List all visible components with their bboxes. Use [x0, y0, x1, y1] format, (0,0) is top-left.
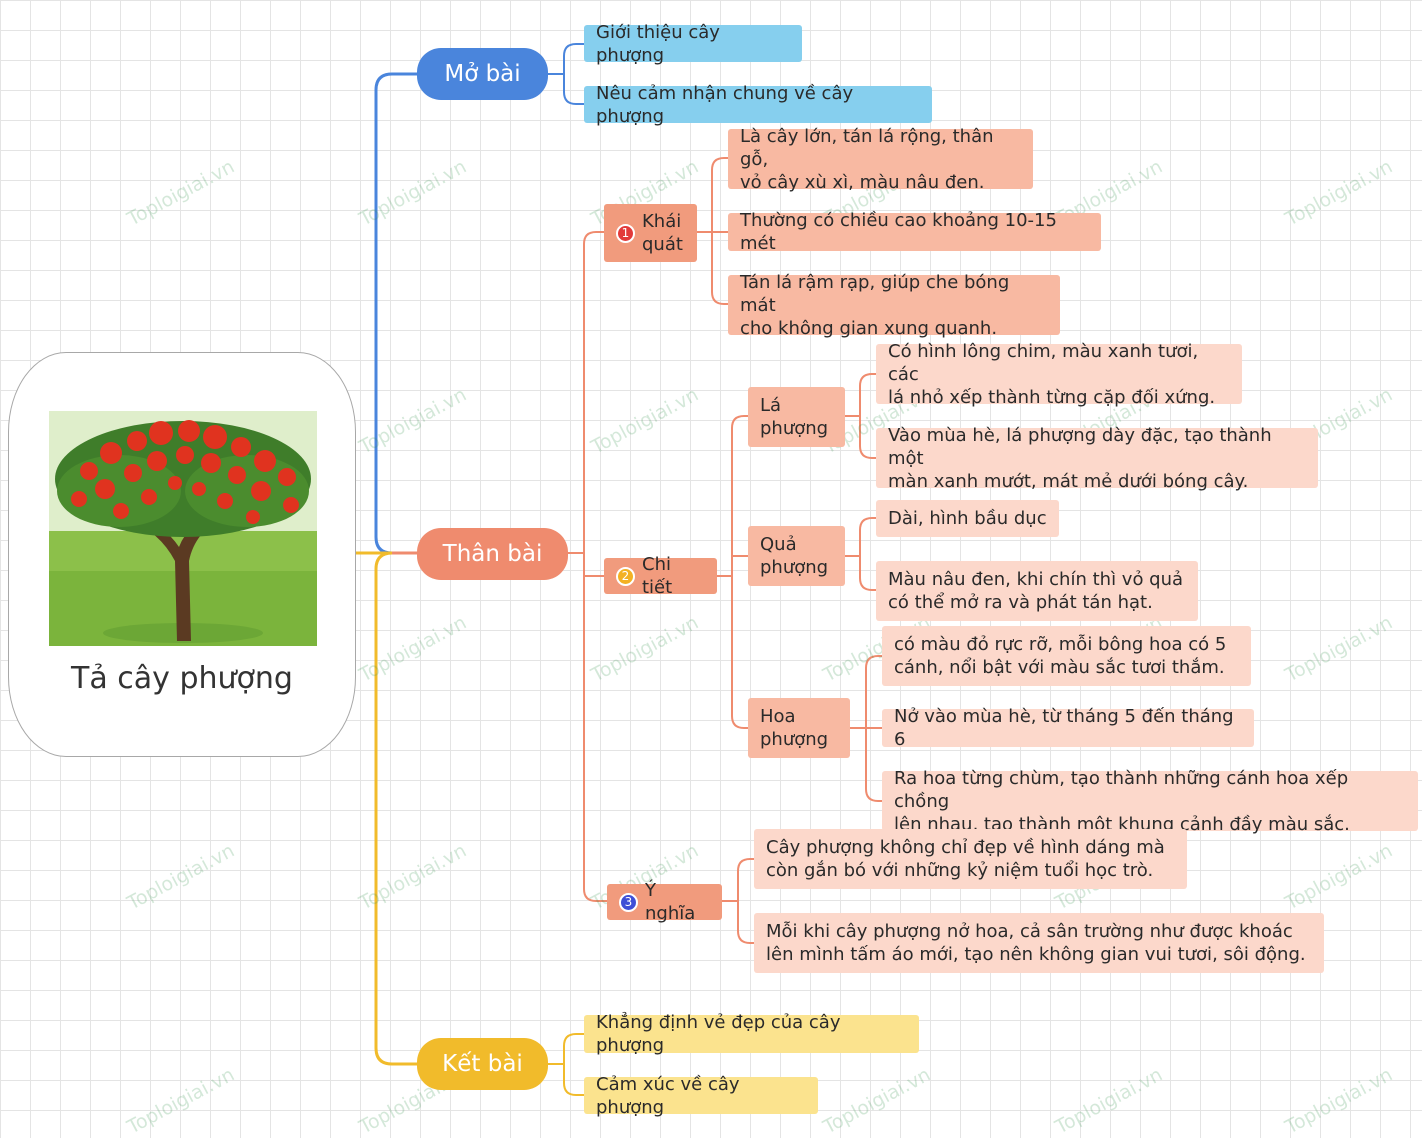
qua-item[interactable]: Màu nâu đen, khi chín thì vỏ quả có thể …	[876, 561, 1198, 621]
number-badge-icon: 1	[616, 223, 635, 243]
link-than-bai-subtopics	[568, 231, 607, 902]
link-qua-leaves	[845, 517, 876, 591]
link-ket-bai-leaves	[548, 1033, 584, 1096]
root-title: Tả cây phượng	[71, 661, 293, 696]
hoa-item[interactable]: có màu đỏ rực rỡ, mỗi bông hoa có 5 cánh…	[882, 626, 1251, 686]
hoa-item[interactable]: Ra hoa từng chùm, tạo thành những cánh h…	[882, 768, 1418, 835]
y-nghia-item[interactable]: Cây phượng không chỉ đẹp về hình dáng mà…	[754, 829, 1187, 889]
la-item[interactable]: Có hình lông chim, màu xanh tươi, các lá…	[876, 341, 1242, 408]
y-nghia-item[interactable]: Mỗi khi cây phượng nở hoa, cả sân trường…	[754, 913, 1324, 973]
topic-ket-bai[interactable]: Kết bài	[417, 1038, 548, 1090]
ket-bai-item[interactable]: Cảm xúc về cây phượng	[584, 1074, 818, 1118]
ket-bai-item[interactable]: Khẳng định vẻ đẹp của cây phượng	[584, 1012, 919, 1056]
detail-la-phuong[interactable]: Lá phượng	[748, 387, 845, 447]
subtopic-label: Ý nghĩa	[645, 880, 696, 924]
link-chi-tiet-children	[717, 415, 748, 729]
qua-item[interactable]: Dài, hình bầu dục	[876, 500, 1059, 537]
detail-hoa-phuong[interactable]: Hoa phượng	[748, 698, 850, 758]
link-la-leaves	[845, 373, 876, 459]
topic-than-bai[interactable]: Thân bài	[417, 528, 568, 580]
mo-bai-item[interactable]: Giới thiệu cây phượng	[584, 22, 802, 66]
hoa-item[interactable]: Nở vào mùa hè, từ tháng 5 đến tháng 6	[882, 706, 1254, 750]
root-topic[interactable]: Tả cây phượng	[8, 352, 356, 757]
link-mo-bai-leaves	[548, 43, 584, 105]
number-badge-icon: 3	[619, 892, 638, 912]
subtopic-khai-quat[interactable]: 1 Khái quát	[604, 204, 697, 262]
khai-quat-item[interactable]: Là cây lớn, tán lá rộng, thân gỗ, vỏ cây…	[728, 126, 1033, 193]
topic-mo-bai[interactable]: Mở bài	[417, 48, 548, 100]
la-item[interactable]: Vào mùa hè, lá phượng dày đặc, tạo thành…	[876, 425, 1318, 492]
khai-quat-item[interactable]: Tán lá rậm rạp, giúp che bóng mát cho kh…	[728, 272, 1060, 339]
link-mo-bai	[356, 72, 417, 555]
subtopic-label: Chi tiết	[642, 554, 673, 598]
number-badge-icon: 2	[616, 566, 635, 586]
subtopic-y-nghia[interactable]: 3 Ý nghĩa	[607, 880, 722, 924]
khai-quat-item[interactable]: Thường có chiều cao khoảng 10-15 mét	[728, 210, 1101, 254]
link-khai-quat-leaves	[697, 157, 728, 305]
link-hoa-leaves	[850, 655, 882, 802]
detail-qua-phuong[interactable]: Quả phượng	[748, 526, 845, 586]
mo-bai-item[interactable]: Nêu cảm nhận chung về cây phượng	[584, 83, 932, 127]
subtopic-label: Khái quát	[642, 211, 683, 255]
tree-illustration	[49, 411, 317, 646]
link-ket-bai	[356, 551, 417, 1066]
subtopic-chi-tiet[interactable]: 2 Chi tiết	[604, 554, 717, 598]
link-y-nghia-leaves	[722, 858, 754, 944]
